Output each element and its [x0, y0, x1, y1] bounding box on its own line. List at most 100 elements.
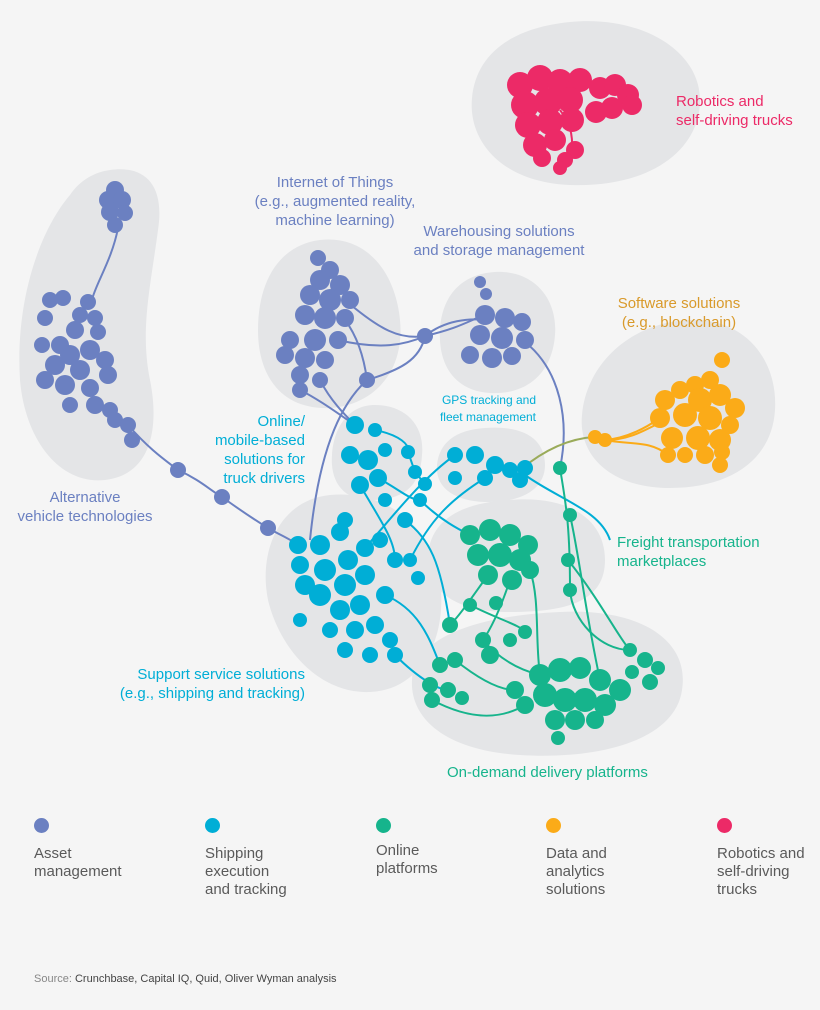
- network-node: [527, 65, 553, 91]
- network-node: [511, 91, 539, 119]
- network-node: [544, 129, 566, 151]
- network-node: [368, 423, 382, 437]
- network-node: [351, 476, 369, 494]
- network-node: [101, 203, 119, 221]
- network-node: [387, 552, 403, 568]
- network-node: [563, 508, 577, 522]
- network-node: [338, 550, 358, 570]
- network-node: [502, 570, 522, 590]
- network-node: [120, 417, 136, 433]
- cluster-label-iot: Internet of Things (e.g., augmented real…: [254, 174, 416, 229]
- network-node: [34, 337, 50, 353]
- network-node: [45, 355, 65, 375]
- network-node: [362, 647, 378, 663]
- network-node: [479, 519, 501, 541]
- network-node: [96, 351, 114, 369]
- network-node: [72, 307, 88, 323]
- network-node: [486, 456, 504, 474]
- network-node: [537, 109, 563, 135]
- network-node: [557, 87, 583, 113]
- network-node: [442, 617, 458, 633]
- network-node: [515, 112, 541, 138]
- network-node: [341, 291, 359, 309]
- network-node: [721, 416, 739, 434]
- cluster-label-warehousing: Warehousing solutions and storage manage…: [413, 223, 585, 259]
- network-node: [70, 360, 90, 380]
- network-node: [117, 205, 133, 221]
- network-node: [387, 647, 403, 663]
- network-node: [424, 692, 440, 708]
- network-node: [319, 289, 341, 311]
- network-node: [533, 683, 557, 707]
- network-node: [378, 493, 392, 507]
- network-node: [551, 731, 565, 745]
- network-node: [87, 310, 103, 326]
- network-node: [55, 290, 71, 306]
- legend-item: Data and analytics solutions: [546, 818, 607, 899]
- network-node: [322, 622, 338, 638]
- legend-label: Data and analytics solutions: [546, 845, 607, 898]
- network-node: [304, 329, 326, 351]
- network-node: [553, 461, 567, 475]
- network-node: [337, 512, 353, 528]
- cluster-label-freight: Freight transportation marketplaces: [617, 534, 760, 570]
- network-node: [642, 674, 658, 690]
- network-node: [336, 309, 354, 327]
- network-node: [382, 632, 398, 648]
- network-node: [673, 403, 697, 427]
- network-node: [316, 351, 334, 369]
- network-node: [260, 520, 276, 536]
- network-node: [671, 381, 689, 399]
- legend-dot-icon: [717, 818, 732, 833]
- network-node: [295, 575, 315, 595]
- network-node: [460, 525, 480, 545]
- network-node: [482, 348, 502, 368]
- network-node: [655, 390, 675, 410]
- legend-item: Robotics and self-driving trucks: [717, 818, 805, 899]
- cluster-region-support: [265, 494, 442, 693]
- network-node: [422, 677, 438, 693]
- network-node: [517, 460, 533, 476]
- network-node: [499, 524, 521, 546]
- network-node: [295, 305, 315, 325]
- network-node: [42, 292, 58, 308]
- network-node: [440, 682, 456, 698]
- network-node: [372, 532, 388, 548]
- network-node: [107, 412, 123, 428]
- network-node: [661, 427, 683, 449]
- network-node: [609, 679, 631, 701]
- legend-item: Online platforms: [376, 818, 438, 878]
- network-node: [563, 583, 577, 597]
- network-node: [516, 696, 534, 714]
- network-node: [688, 388, 712, 412]
- network-node: [622, 95, 642, 115]
- network-node: [545, 710, 565, 730]
- network-node: [81, 379, 99, 397]
- network-node: [512, 472, 528, 488]
- network-node: [561, 553, 575, 567]
- network-node: [341, 446, 359, 464]
- network-node: [701, 371, 719, 389]
- network-node: [533, 149, 551, 167]
- cluster-label-online-mobile: Online/ mobile-based solutions for truck…: [214, 413, 305, 487]
- network-node: [337, 642, 353, 658]
- network-node: [107, 217, 123, 233]
- network-node: [36, 371, 54, 389]
- legend-label: Asset management: [34, 845, 122, 880]
- network-node: [309, 584, 331, 606]
- network-node: [637, 652, 653, 668]
- network-node: [650, 408, 670, 428]
- network-node: [448, 471, 462, 485]
- network-node: [714, 352, 730, 368]
- network-node: [534, 88, 562, 116]
- network-diagram: [19, 21, 776, 756]
- legend-item: Shipping execution and tracking: [205, 818, 287, 899]
- network-node: [289, 536, 307, 554]
- network-node: [529, 664, 551, 686]
- network-node: [62, 397, 78, 413]
- network-edge: [404, 519, 451, 626]
- source-text: Crunchbase, Capital IQ, Quid, Oliver Wym…: [74, 973, 337, 985]
- network-node: [586, 711, 604, 729]
- network-node: [37, 310, 53, 326]
- network-node: [397, 512, 413, 528]
